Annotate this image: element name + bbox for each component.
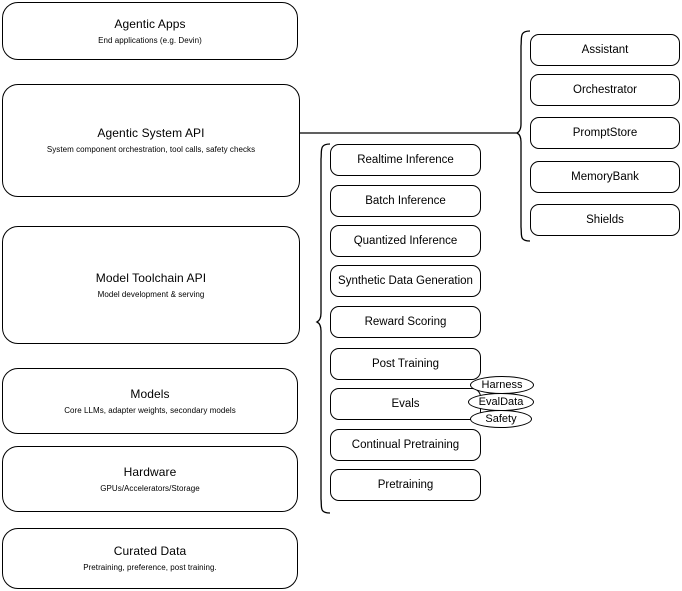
capability-reward-scoring[interactable]: Reward Scoring — [330, 306, 481, 338]
layer-title: Hardware — [123, 464, 177, 479]
capability-pretraining[interactable]: Pretraining — [330, 469, 481, 501]
evals-pill-harness[interactable]: Harness — [470, 376, 534, 394]
layer-subtitle: End applications (e.g. Devin) — [98, 35, 202, 45]
capability-quantized-inference[interactable]: Quantized Inference — [330, 225, 481, 257]
layer-title: Models — [130, 386, 170, 401]
capability-evals[interactable]: Evals — [330, 388, 481, 420]
capability-realtime-inference[interactable]: Realtime Inference — [330, 144, 481, 176]
layer-subtitle: Model development & serving — [97, 289, 205, 299]
layer-model-toolchain-api[interactable]: Model Toolchain API Model development & … — [2, 226, 300, 344]
layer-subtitle: System component orchestration, tool cal… — [46, 145, 256, 154]
component-promptstore[interactable]: PromptStore — [530, 117, 680, 149]
layer-subtitle: GPUs/Accelerators/Storage — [100, 483, 200, 493]
middle-curly-brace — [315, 143, 331, 514]
evals-pill-safety[interactable]: Safety — [470, 410, 532, 428]
capability-post-training[interactable]: Post Training — [330, 348, 481, 380]
layer-agentic-system-api[interactable]: Agentic System API System component orch… — [2, 84, 300, 197]
component-assistant[interactable]: Assistant — [530, 34, 680, 66]
layer-hardware[interactable]: Hardware GPUs/Accelerators/Storage — [2, 446, 298, 512]
evals-pill-evaldata[interactable]: EvalData — [468, 393, 534, 411]
layer-subtitle: Pretraining, preference, post training. — [83, 563, 217, 572]
capability-batch-inference[interactable]: Batch Inference — [330, 185, 481, 217]
component-orchestrator[interactable]: Orchestrator — [530, 74, 680, 106]
layer-title: Agentic Apps — [114, 16, 186, 31]
layer-curated-data[interactable]: Curated Data Pretraining, preference, po… — [2, 528, 298, 589]
capability-synthetic-data-generation[interactable]: Synthetic Data Generation — [330, 265, 481, 297]
layer-title: Agentic System API — [97, 126, 205, 140]
layer-title: Model Toolchain API — [95, 270, 207, 285]
component-shields[interactable]: Shields — [530, 204, 680, 236]
right-curly-brace — [515, 30, 531, 242]
component-memorybank[interactable]: MemoryBank — [530, 161, 680, 193]
layer-models[interactable]: Models Core LLMs, adapter weights, secon… — [2, 368, 298, 434]
layer-title: Curated Data — [113, 544, 187, 558]
layer-subtitle: Core LLMs, adapter weights, secondary mo… — [64, 405, 236, 415]
capability-continual-pretraining[interactable]: Continual Pretraining — [330, 429, 481, 461]
layer-agentic-apps[interactable]: Agentic Apps End applications (e.g. Devi… — [2, 2, 298, 60]
